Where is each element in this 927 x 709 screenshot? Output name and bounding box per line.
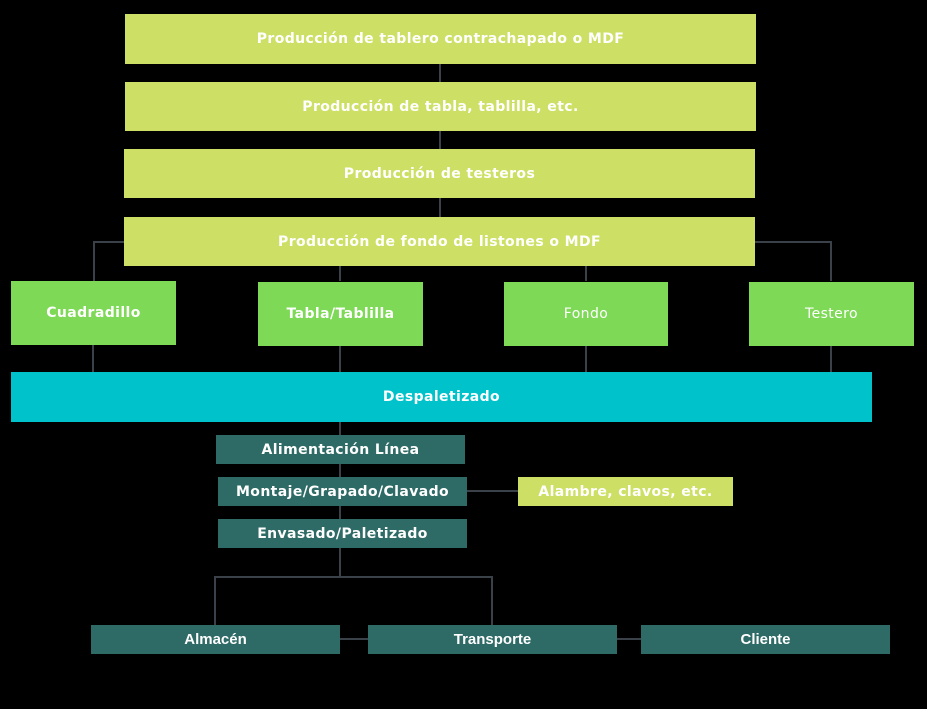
line-step-assembly-label: Montaje/Grapado/Clavado	[235, 483, 450, 500]
production-boards: Producción de tabla, tablilla, etc.	[125, 82, 756, 131]
component-fondo-label: Fondo	[563, 306, 609, 322]
component-fondo: Fondo	[504, 282, 668, 346]
depalletizing-box: Despaletizado	[11, 372, 872, 422]
production-slat-base: Producción de fondo de listones o MDF	[124, 217, 755, 266]
production-mdf-plywood-label: Producción de tablero contrachapado o MD…	[256, 31, 625, 47]
destination-transporte-label: Transporte	[453, 631, 532, 648]
component-cuadradillo-label: Cuadradillo	[46, 305, 141, 321]
component-tabla-label: Tabla/Tablilla	[286, 306, 395, 322]
component-testero-label: Testero	[805, 306, 858, 322]
production-mdf-plywood: Producción de tablero contrachapado o MD…	[125, 14, 756, 64]
production-boards-label: Producción de tabla, tablilla, etc.	[302, 98, 579, 115]
component-testero: Testero	[749, 282, 914, 346]
destination-almacen: Almacén	[91, 625, 340, 654]
line-step-assembly: Montaje/Grapado/Clavado	[218, 477, 467, 506]
line-step-packaging-label: Envasado/Paletizado	[257, 525, 428, 542]
production-end-pieces: Producción de testeros	[124, 149, 755, 198]
line-step-packaging: Envasado/Paletizado	[218, 519, 467, 548]
production-end-pieces-label: Producción de testeros	[343, 165, 536, 182]
destination-cliente-label: Cliente	[740, 631, 791, 648]
supplies-label: Alambre, clavos, etc.	[538, 483, 713, 500]
depalletizing-label: Despaletizado	[382, 389, 501, 405]
production-slat-base-label: Producción de fondo de listones o MDF	[278, 233, 601, 250]
destination-transporte: Transporte	[368, 625, 617, 654]
component-tabla: Tabla/Tablilla	[258, 282, 423, 346]
component-cuadradillo: Cuadradillo	[11, 281, 176, 345]
destination-almacen-label: Almacén	[184, 631, 247, 648]
line-step-feeding-label: Alimentación Línea	[261, 441, 420, 458]
supplies-box: Alambre, clavos, etc.	[518, 477, 733, 506]
destination-cliente: Cliente	[641, 625, 890, 654]
line-step-feeding: Alimentación Línea	[216, 435, 465, 464]
